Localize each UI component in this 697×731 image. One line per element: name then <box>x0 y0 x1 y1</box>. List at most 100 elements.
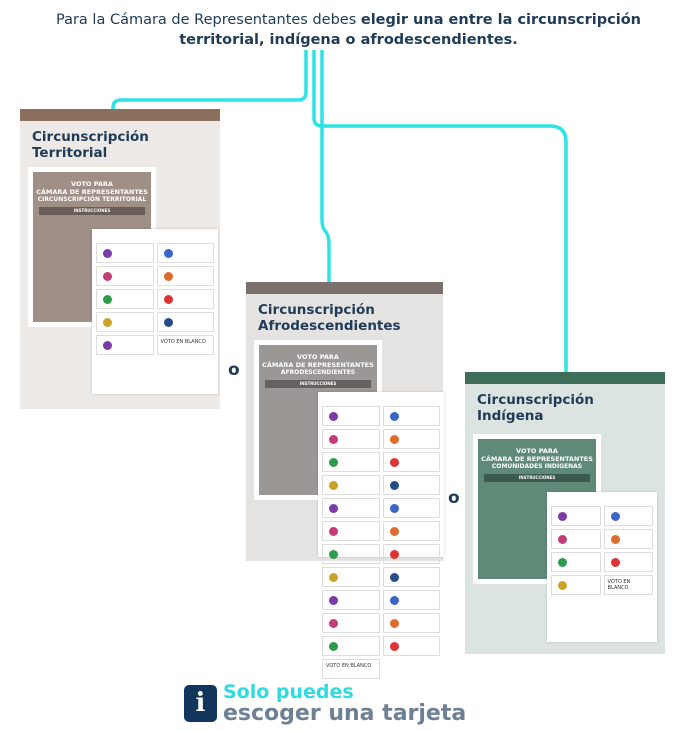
party-logo-icon <box>558 558 567 567</box>
ballot-option <box>603 506 653 526</box>
connector-indigena <box>312 50 568 373</box>
party-logo-icon <box>329 596 338 605</box>
ballot-option <box>96 335 154 355</box>
party-logo-icon <box>103 249 112 258</box>
intro-bold: elegir una entre la circunscripción terr… <box>179 12 641 48</box>
party-logo-icon <box>389 550 399 559</box>
party-logo-icon <box>558 535 567 544</box>
party-logo-icon <box>389 642 399 651</box>
party-logo-icon <box>389 619 399 628</box>
ballot-option <box>603 529 653 549</box>
ballot-option <box>551 529 601 549</box>
party-logo-icon <box>610 512 620 521</box>
party-logo-icon <box>389 458 399 467</box>
party-logo-icon <box>329 573 338 582</box>
ballot-option <box>382 475 440 495</box>
footer-line1: Solo puedes <box>223 681 354 703</box>
ballot-option <box>156 289 214 309</box>
ballot-title: VOTO PARA <box>297 353 339 361</box>
ballot-subtitle: CÁMARA DE REPRESENTANTES <box>262 361 374 369</box>
party-logo-icon <box>389 435 399 444</box>
ballot-circumscription: COMUNIDADES INDÍGENAS <box>491 463 583 470</box>
ballot-option <box>322 636 380 656</box>
blank-vote-option: VOTO EN BLANCO <box>603 575 653 595</box>
ballot-options-sheet: VOTO EN BLANCO <box>547 492 657 642</box>
ballot-option <box>322 521 380 541</box>
ballot-option <box>382 636 440 656</box>
card-header-bar <box>246 282 443 294</box>
ballot-option <box>322 475 380 495</box>
party-logo-icon <box>389 596 399 605</box>
ballot-title: VOTO PARA <box>71 180 113 188</box>
ballot-option <box>382 498 440 518</box>
party-logo-icon <box>103 295 112 304</box>
ballot-option <box>382 406 440 426</box>
ballot-circumscription: CIRCUNSCRIPCIÓN TERRITORIAL <box>37 196 147 203</box>
party-logo-icon <box>163 249 173 258</box>
party-logo-icon <box>329 619 338 628</box>
ballot-instructions: INSTRUCCIONES <box>484 474 590 482</box>
ballot-subtitle: CÁMARA DE REPRESENTANTES <box>36 188 148 196</box>
info-icon: i <box>184 684 217 722</box>
ballot-option <box>382 452 440 472</box>
ballot-circumscription: AFRODESCENDIENTES <box>280 369 356 376</box>
connector-territorial <box>111 50 308 110</box>
ballot-option <box>96 266 154 286</box>
card-territorial[interactable]: Circunscripción Territorial VOTO PARA CÁ… <box>20 109 220 409</box>
party-logo-icon <box>329 435 338 444</box>
party-logo-icon <box>163 272 173 281</box>
ballot-option <box>156 266 214 286</box>
blank-vote-option: VOTO EN BLANCO <box>322 659 380 679</box>
ballot-option <box>322 613 380 633</box>
or-separator-1: o <box>228 360 240 380</box>
party-logo-icon <box>103 272 112 281</box>
ballot-option <box>156 243 214 263</box>
ballot-option <box>322 544 380 564</box>
ballot-option <box>96 312 154 332</box>
ballot-option <box>322 452 380 472</box>
card-indigena[interactable]: Circunscripción Indígena VOTO PARA CÁMAR… <box>465 372 665 654</box>
ballot-option <box>322 406 380 426</box>
ballot-title: VOTO PARA <box>516 447 558 455</box>
party-logo-icon <box>610 535 620 544</box>
ballot-option <box>603 552 653 572</box>
ballot-instructions: INSTRUCCIONES <box>39 207 145 215</box>
ballot-instructions: INSTRUCCIONES <box>265 380 371 388</box>
connector-afro <box>320 50 331 283</box>
card-header-bar <box>465 372 665 384</box>
ballot-option <box>382 429 440 449</box>
party-logo-icon <box>329 642 338 651</box>
card-title: Circunscripción Indígena <box>477 392 594 424</box>
party-logo-icon <box>389 412 399 421</box>
card-title: Circunscripción Afrodescendientes <box>258 302 401 334</box>
ballot-option <box>551 552 601 572</box>
ballot-option <box>322 429 380 449</box>
ballot-options-sheet: VOTO EN BLANCO <box>92 229 218 394</box>
intro-text: Para la Cámara de Representantes debes e… <box>20 10 677 50</box>
ballot-option <box>382 544 440 564</box>
party-logo-icon <box>558 581 567 590</box>
ballot-option <box>382 613 440 633</box>
party-logo-icon <box>610 558 620 567</box>
ballot-option <box>322 567 380 587</box>
party-logo-icon <box>329 527 338 536</box>
party-logo-icon <box>329 412 338 421</box>
intro-plain: Para la Cámara de Representantes debes <box>55 12 361 28</box>
ballot-option <box>96 243 154 263</box>
party-logo-icon <box>103 341 112 350</box>
ballot-option <box>382 590 440 610</box>
party-logo-icon <box>163 318 173 327</box>
party-logo-icon <box>329 550 338 559</box>
ballot-option <box>382 567 440 587</box>
card-afrodescendientes[interactable]: Circunscripción Afrodescendientes VOTO P… <box>246 282 444 679</box>
ballot-subtitle: CÁMARA DE REPRESENTANTES <box>481 455 593 463</box>
blank-vote-option: VOTO EN BLANCO <box>156 335 214 355</box>
ballot-option <box>156 312 214 332</box>
party-logo-icon <box>558 512 567 521</box>
ballot-option <box>96 289 154 309</box>
or-separator-2: o <box>448 488 460 508</box>
ballot-option <box>382 521 440 541</box>
party-logo-icon <box>389 481 399 490</box>
